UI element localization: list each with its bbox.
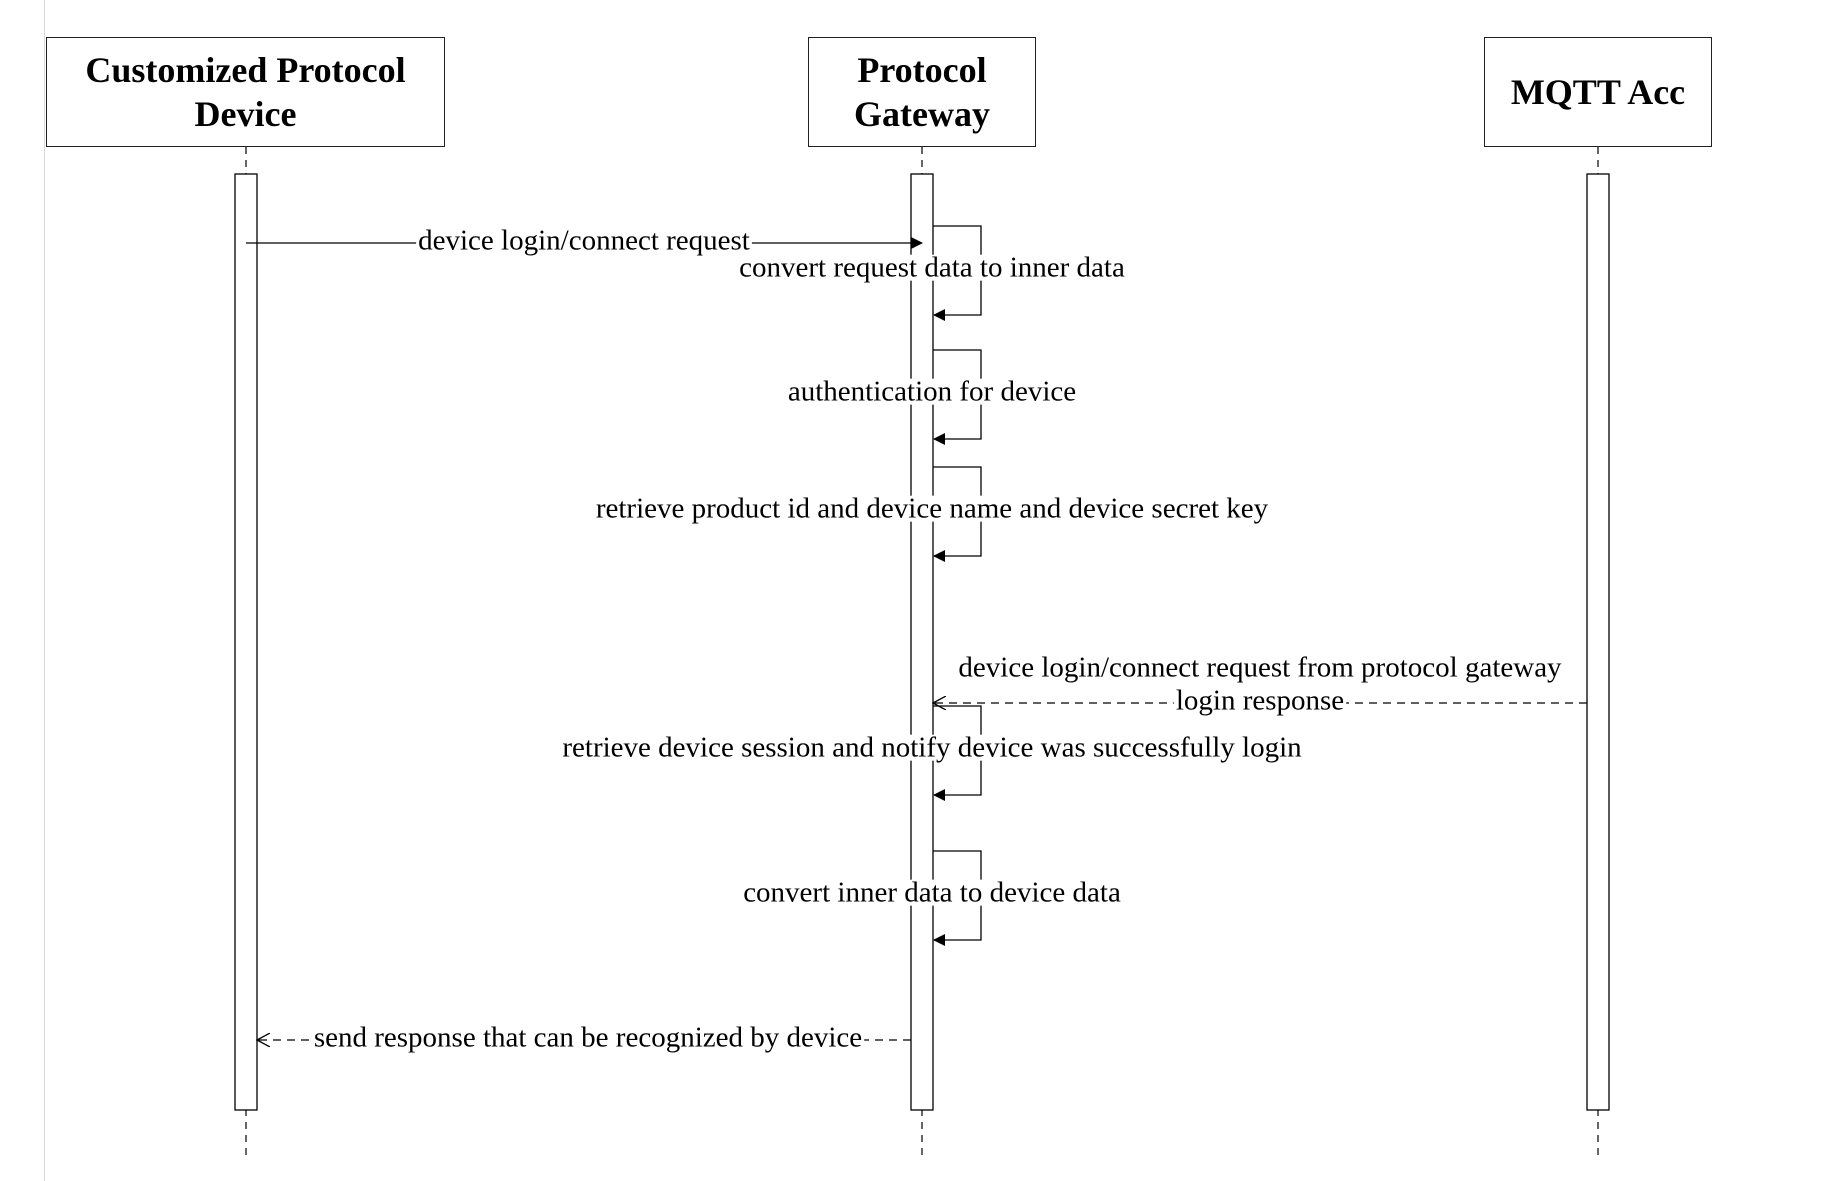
message-label-bg-6 bbox=[1173, 687, 1347, 714]
message-label-bg-8 bbox=[741, 879, 1123, 906]
message-label-7: retrieve device session and notify devic… bbox=[562, 732, 1302, 764]
message-label-bg-7 bbox=[560, 734, 1305, 761]
message-label-6: login response bbox=[1176, 685, 1344, 717]
message-label-5: device login/connect request from protoc… bbox=[958, 652, 1562, 684]
page-edge-divider bbox=[44, 0, 45, 1181]
message-label-9: send response that can be recognized by … bbox=[314, 1022, 862, 1054]
message-label-bg-4 bbox=[593, 495, 1271, 522]
activation-bar-gateway bbox=[910, 173, 934, 1111]
message-label-2: convert request data to inner data bbox=[739, 252, 1125, 284]
message-label-3: authentication for device bbox=[788, 376, 1076, 408]
message-label-bg-2 bbox=[737, 254, 1127, 281]
participant-mqtt-acc: MQTT Acc bbox=[1484, 37, 1712, 147]
message-label-1: device login/connect request bbox=[418, 225, 750, 257]
message-label-8: convert inner data to device data bbox=[743, 877, 1121, 909]
message-label-bg-5 bbox=[956, 654, 1565, 681]
participant-customized-protocol-device: Customized Protocol Device bbox=[46, 37, 445, 147]
message-label-bg-1 bbox=[416, 227, 752, 254]
participant-protocol-gateway: Protocol Gateway bbox=[808, 37, 1036, 147]
message-label-bg-9 bbox=[311, 1024, 865, 1051]
activation-bar-device bbox=[234, 173, 258, 1111]
activation-bar-mqtt bbox=[1586, 173, 1610, 1111]
message-label-4: retrieve product id and device name and … bbox=[596, 493, 1269, 525]
message-label-bg-3 bbox=[785, 378, 1079, 405]
